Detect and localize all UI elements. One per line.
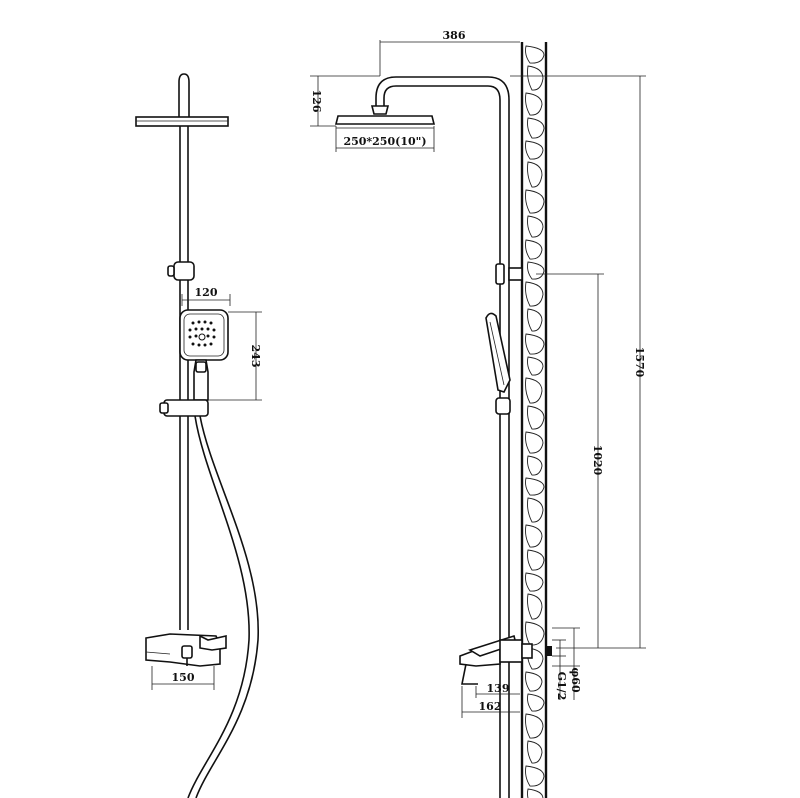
wall-stone: [527, 497, 544, 523]
wall-stone: [527, 215, 544, 238]
side-hand-shower: [485, 312, 511, 393]
wall-stone: [527, 117, 545, 139]
dim-inlet: G1/2 φ60: [552, 627, 582, 701]
dim-spout-reach-long-label: 162: [479, 700, 502, 713]
wall-stone: [525, 333, 545, 355]
wall-stone: [527, 740, 543, 764]
wall-stone: [525, 765, 545, 787]
wall-stone: [525, 377, 543, 404]
side-inlet-connector: [521, 643, 533, 659]
wall-stone: [527, 65, 544, 91]
side-shower-arm: [383, 85, 501, 106]
side-head-connector: [370, 105, 390, 115]
wall-stone: [525, 713, 544, 739]
side-wall: [520, 42, 548, 798]
front-riser-top: [178, 73, 190, 118]
front-diverter-knob: [173, 261, 195, 281]
wall-stone: [525, 572, 544, 592]
dim-spout-reach-short-label: 139: [487, 682, 510, 695]
wall-stone: [525, 239, 543, 260]
wall-stone: [527, 549, 545, 571]
wall-stone: [525, 45, 545, 64]
front-slide-bracket: [163, 399, 209, 417]
dim-arm-reach-label: 386: [443, 29, 466, 42]
dim-total-height-label: 1570: [633, 347, 646, 378]
front-hand-shower-nozzles: [188, 320, 216, 347]
wall-stone: [525, 92, 543, 116]
dim-head-depth-label: 126: [310, 90, 323, 113]
wall-stone: [527, 161, 543, 188]
dim-head-depth: 126: [310, 75, 380, 127]
dim-escutcheon-dia-label: φ60: [569, 667, 582, 693]
dim-mixer-width-label: 150: [172, 671, 195, 684]
front-hose: [195, 415, 259, 798]
front-mixer-diverter: [181, 645, 193, 659]
front-overhead-head: [135, 116, 229, 127]
wall-stone: [527, 261, 545, 280]
wall-stone: [527, 788, 544, 798]
wall-stone: [527, 593, 543, 620]
dim-spout-reach-short: 139: [475, 682, 520, 698]
dim-head-width: 120: [181, 286, 231, 306]
wall-stone: [527, 693, 545, 712]
dim-arm-reach: 386: [379, 29, 520, 76]
side-mixer-body: [499, 639, 523, 663]
wall-stone: [527, 308, 543, 332]
side-slide-bracket: [495, 397, 511, 415]
dim-head-width-label: 120: [195, 286, 218, 299]
wall-stone: [525, 431, 544, 454]
dim-bracket-height: 1020: [536, 273, 604, 648]
dim-inlet-thread-label: G1/2: [555, 672, 568, 701]
side-spout-outlet: [461, 663, 478, 685]
wall-stone: [527, 405, 545, 430]
side-upper-wall-bracket: [508, 267, 523, 281]
wall-stone: [525, 140, 544, 160]
dim-spout-reach-long: 162: [461, 686, 520, 718]
wall-stone: [525, 621, 545, 646]
wall-stone: [525, 671, 543, 692]
wall-stone: [527, 356, 544, 376]
dim-mixer-width: 150: [151, 666, 215, 690]
dim-bracket-height-label: 1020: [591, 445, 604, 476]
wall-stone: [525, 281, 544, 307]
wall-stone: [525, 524, 543, 548]
front-view: 120 243 150: [135, 73, 262, 798]
dim-total-height: 1570: [510, 75, 646, 649]
wall-stone: [525, 477, 545, 496]
dim-head-size: 250*250(10"): [335, 126, 435, 152]
side-inlet-nut: [546, 646, 552, 656]
side-view: 386 126 250*250(10") 1570 1020: [310, 29, 646, 798]
dim-head-height: 243: [208, 311, 262, 401]
wall-stone: [525, 189, 545, 214]
dim-head-height-label: 243: [249, 345, 262, 368]
front-mixer-lever: [199, 634, 227, 651]
dim-head-size-label: 250*250(10"): [343, 135, 426, 148]
side-overhead-head: [334, 115, 436, 125]
wall-stone: [527, 455, 543, 476]
